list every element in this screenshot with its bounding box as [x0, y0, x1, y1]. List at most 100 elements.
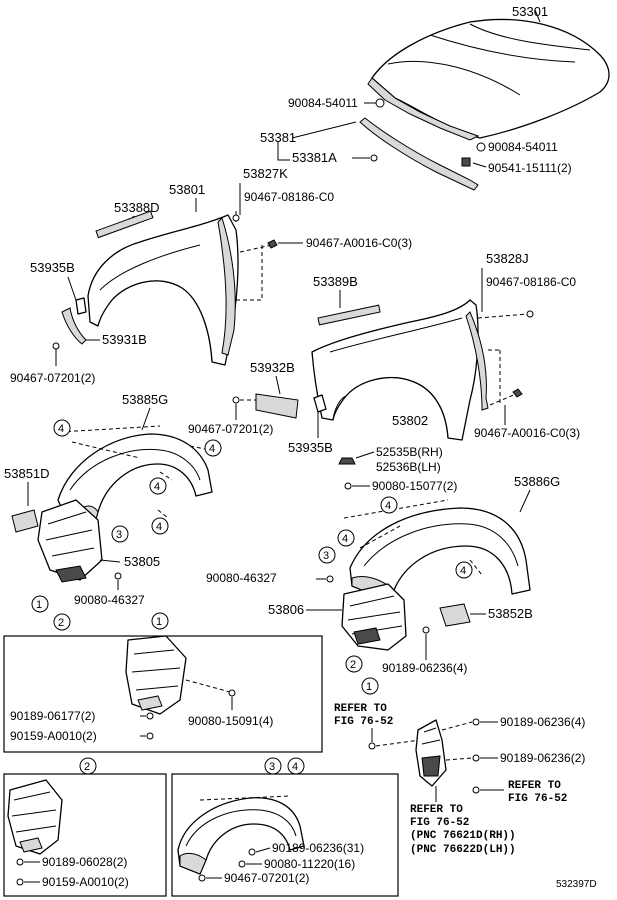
svg-text:4: 4 — [385, 500, 391, 512]
label-90189-06177: 90189-06177(2) — [10, 709, 95, 723]
label-53388D: 53388D — [114, 200, 160, 215]
label-53827K: 53827K — [243, 166, 288, 181]
label-53301: 53301 — [512, 4, 548, 19]
callout-circle-1: 1 — [31, 595, 49, 613]
label-53802: 53802 — [392, 413, 428, 428]
fender-part-53801 — [87, 210, 239, 366]
label-90080-15077: 90080-15077(2) — [372, 479, 457, 493]
svg-text:4: 4 — [58, 423, 64, 435]
refer-c-line2: FIG 76-52 — [410, 817, 469, 829]
label-90084-54011-a: 90084-54011 — [288, 96, 358, 110]
callout-circle-3: 3 — [318, 546, 336, 564]
hood-part-53301 — [367, 18, 610, 167]
label-90467-A0016-a: 90467-A0016-C0(3) — [306, 236, 412, 250]
label-53935B-b: 53935B — [288, 440, 333, 455]
label-90084-54011-b: 90084-54011 — [488, 140, 558, 154]
label-90189-06236-4b: 90189-06236(4) — [500, 715, 585, 729]
refer-b-line1: REFER TO — [508, 780, 561, 792]
label-53852B: 53852B — [488, 606, 533, 621]
inset34-liner — [177, 797, 305, 875]
label-90189-06028: 90189-06028(2) — [42, 855, 127, 869]
callout-circle-3: 3 — [111, 525, 129, 543]
label-53886G: 53886G — [514, 474, 560, 489]
label-53806: 53806 — [268, 602, 304, 617]
mudguard-53932B — [255, 393, 299, 419]
label-90189-06236-2: 90189-06236(2) — [500, 751, 585, 765]
svg-text:3: 3 — [323, 550, 329, 562]
label-53932B: 53932B — [250, 360, 295, 375]
inset1-shield — [125, 635, 187, 715]
label-90159-A0010-b: 90159-A0010(2) — [42, 875, 129, 889]
callout-circle-1: 1 — [361, 677, 379, 695]
refer-c-line1: REFER TO — [410, 804, 463, 816]
svg-text:3: 3 — [269, 761, 275, 773]
label-90080-46327-a: 90080-46327 — [74, 593, 145, 607]
label-53885G: 53885G — [122, 392, 168, 407]
svg-text:1: 1 — [156, 616, 162, 628]
hood-seal-53381 — [359, 117, 479, 191]
label-53828J: 53828J — [486, 251, 529, 266]
label-53851D: 53851D — [4, 466, 50, 481]
callout-circle-4: 4 — [53, 419, 71, 437]
callout-circle-4: 4 — [151, 517, 169, 535]
inset-tag-2: 2 — [79, 757, 97, 775]
pnc-lh: (PNC 76622D(LH)) — [410, 844, 516, 856]
svg-text:4: 4 — [154, 481, 160, 493]
seal-53851D — [11, 509, 39, 533]
pnc-rh: (PNC 76621D(RH)) — [410, 830, 516, 842]
diagram-code: 532397D — [556, 879, 597, 890]
svg-text:4: 4 — [156, 521, 162, 533]
callout-circle-2: 2 — [345, 655, 363, 673]
label-53931B: 53931B — [102, 332, 147, 347]
label-53381A: 53381A — [292, 150, 337, 165]
inset2-shield — [7, 779, 63, 855]
label-53935B-a: 53935B — [30, 260, 75, 275]
label-53389B: 53389B — [313, 274, 358, 289]
label-53381: 53381 — [260, 130, 296, 145]
inset-box-3-4 — [171, 773, 399, 897]
inset-tag-1: 1 — [151, 612, 169, 630]
refer-a-line2: FIG 76-52 — [334, 716, 393, 728]
label-90080-46327-b: 90080-46327 — [206, 571, 277, 585]
callout-circle-4: 4 — [337, 529, 355, 547]
label-90467-07201-a: 90467-07201(2) — [10, 371, 95, 385]
splash-shield-53806 — [341, 583, 407, 651]
splash-shield-53805 — [37, 499, 103, 583]
callout-circle-4: 4 — [455, 561, 473, 579]
svg-text:1: 1 — [366, 681, 372, 693]
svg-text:4: 4 — [209, 443, 215, 455]
label-90080-15091: 90080-15091(4) — [188, 714, 273, 728]
label-90467-08186-a: 90467-08186-C0 — [244, 190, 334, 204]
mudflap — [415, 719, 447, 787]
label-53805: 53805 — [124, 554, 160, 569]
label-90467-08186-b: 90467-08186-C0 — [486, 275, 576, 289]
callout-circle-2: 2 — [53, 613, 71, 631]
svg-text:2: 2 — [58, 617, 64, 629]
inset-tag-3: 3 — [264, 757, 282, 775]
label-90467-07201-c: 90467-07201(2) — [224, 871, 309, 885]
label-90159-A0010-a: 90159-A0010(2) — [10, 729, 97, 743]
label-52535B: 52535B(RH) — [376, 445, 443, 459]
label-90189-06236-4a: 90189-06236(4) — [382, 661, 467, 675]
label-52536B: 52536B(LH) — [376, 460, 441, 474]
seal-53852B — [439, 603, 471, 627]
inset-tag-4: 4 — [287, 757, 305, 775]
fender-part-53802 — [311, 299, 489, 441]
label-90541-15111: 90541-15111(2) — [488, 161, 572, 175]
svg-text:4: 4 — [342, 533, 348, 545]
svg-text:4: 4 — [292, 761, 298, 773]
callout-circle-4: 4 — [149, 477, 167, 495]
svg-text:1: 1 — [36, 599, 42, 611]
callout-circle-4: 4 — [380, 496, 398, 514]
svg-text:4: 4 — [460, 565, 466, 577]
label-90189-06236-31: 90189-06236(31) — [272, 841, 364, 855]
label-90080-11220: 90080-11220(16) — [264, 857, 355, 871]
label-90467-A0016-b: 90467-A0016-C0(3) — [474, 426, 580, 440]
inset-box-2 — [3, 773, 167, 897]
refer-b-line2: FIG 76-52 — [508, 793, 567, 805]
callout-circle-4: 4 — [204, 439, 222, 457]
svg-text:2: 2 — [84, 761, 90, 773]
label-53801: 53801 — [169, 182, 205, 197]
svg-text:2: 2 — [350, 659, 356, 671]
